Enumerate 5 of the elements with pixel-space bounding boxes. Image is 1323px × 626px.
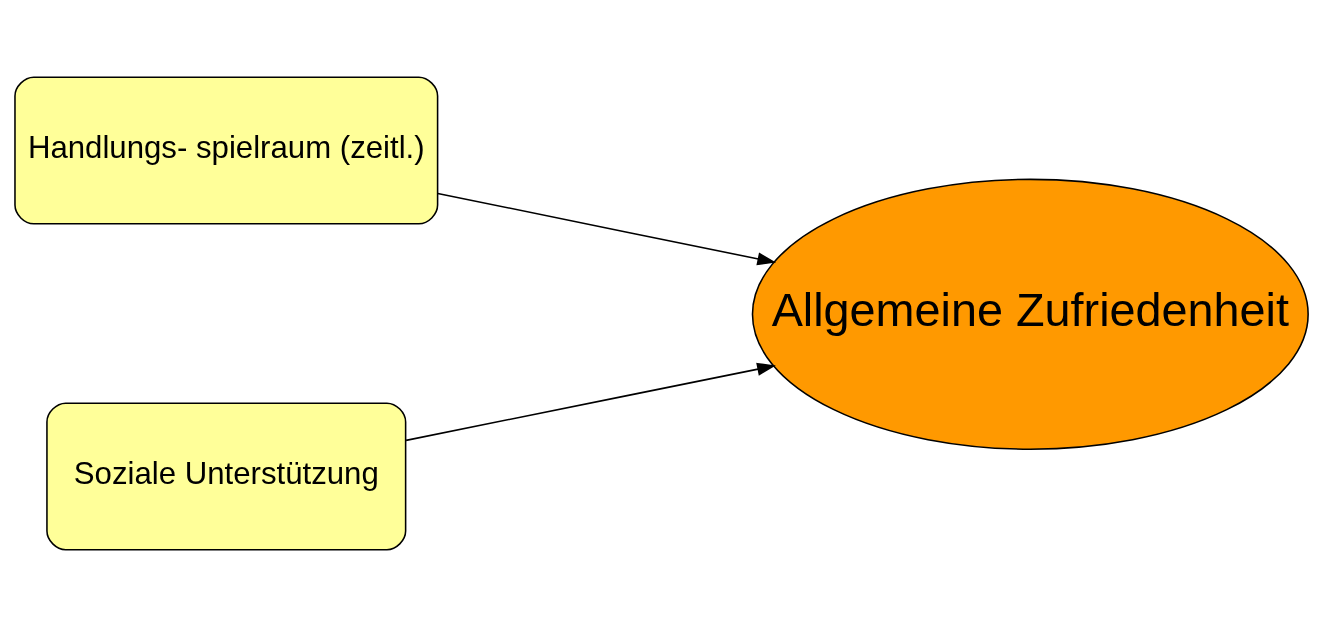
node-box: Soziale Unterstützung (46, 401, 407, 551)
arrow (405, 362, 776, 441)
node-box: Handlungs- spielraum (zeitl.) (14, 75, 439, 225)
node-ellipse: Allgemeine Zufriedenheit (751, 178, 1309, 450)
arrow (436, 192, 777, 265)
